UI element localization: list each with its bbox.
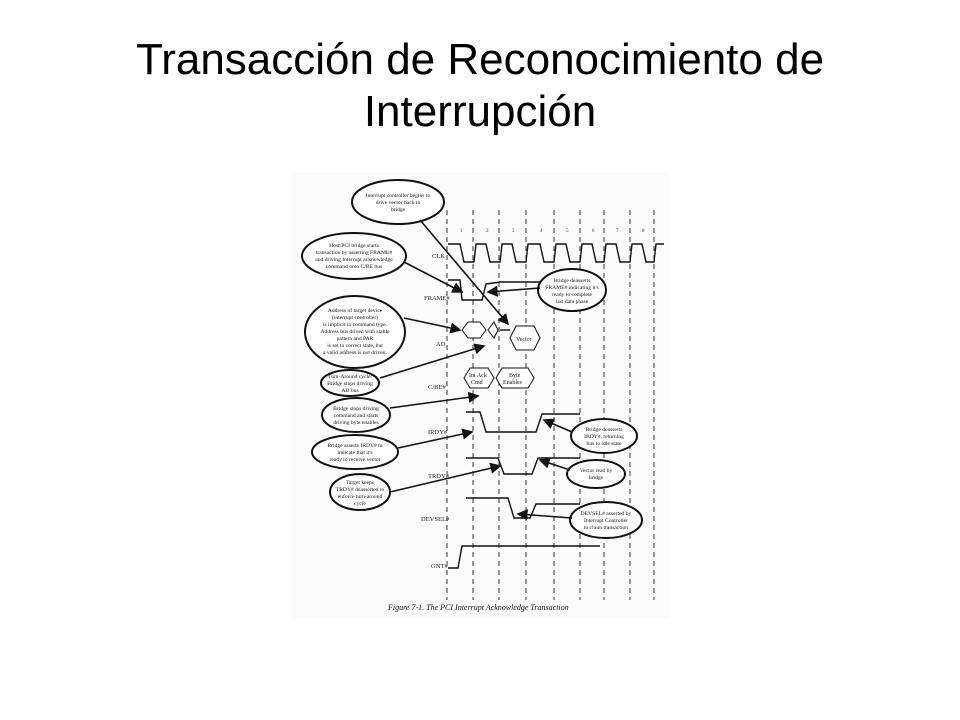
callout-left-1-ellipse — [301, 232, 407, 280]
signal-label-devsel: DEVSEL# — [421, 516, 450, 523]
callout-right-1-text: Bridge deasserts FRAME# indicating it's … — [545, 278, 599, 305]
svg-text:Host/PCI bridge starts: Host/PCI bridge starts — [329, 243, 379, 249]
svg-text:and driving Interrupt acknowle: and driving Interrupt acknowledge — [315, 257, 393, 263]
gnt-waveform — [448, 545, 600, 569]
signal-label-gnt: GNT# — [431, 563, 448, 570]
svg-text:FRAME# indicating it's: FRAME# indicating it's — [545, 285, 599, 291]
vector-label: Vector — [516, 337, 532, 343]
svg-text:command and starts: command and starts — [334, 413, 379, 419]
svg-text:(interrupt controller): (interrupt controller) — [332, 314, 378, 321]
byte-enables-label-1: Byte — [509, 373, 521, 379]
svg-text:Address of target device: Address of target device — [328, 307, 383, 314]
callout-right-3-ellipse — [566, 459, 626, 489]
frame-waveform — [448, 279, 596, 301]
svg-text:Bridge stops driving: Bridge stops driving — [327, 381, 373, 387]
signal-label-trdy: TRDY# — [428, 473, 450, 480]
callout-right-4-text: DEVSEL# asserted by Interrupt Controller… — [581, 511, 632, 531]
callout-left-4-text: Bridge stops driving command and starts … — [333, 406, 379, 426]
clock-tick-8: 8 — [642, 229, 645, 234]
callout-left-2-ellipse — [304, 295, 406, 369]
svg-text:bridge: bridge — [391, 207, 406, 213]
callout-right-1-ellipse — [537, 268, 607, 312]
svg-text:is set to correct state, but: is set to correct state, but — [327, 343, 383, 349]
callout-left-3-ellipse — [320, 369, 380, 397]
int-ack-label-2: Cmd — [471, 380, 483, 386]
clock-tick-4: 4 — [540, 229, 543, 234]
svg-text:to claim transaction: to claim transaction — [584, 525, 628, 531]
cbe-bus: Int Ack Cmd Byte Enables — [463, 367, 535, 389]
callout-top-ellipse — [351, 179, 445, 225]
callout-left-5-text: Bridge asserts IRDY# to indicate that it… — [327, 443, 382, 463]
signal-label-clk: CLK — [432, 253, 445, 260]
slide-title: Transacción de Reconocimiento de Interru… — [40, 34, 920, 138]
svg-text:cycle: cycle — [354, 501, 366, 507]
callout-left-4-ellipse — [321, 397, 391, 433]
clock-tick-3: 3 — [512, 229, 515, 234]
callout-left-5-ellipse — [311, 434, 399, 470]
clk-waveform — [448, 243, 664, 263]
clock-tick-1: 1 — [460, 229, 463, 234]
svg-text:Interrupt Controller: Interrupt Controller — [584, 518, 628, 524]
callout-right-4-ellipse — [569, 501, 643, 539]
svg-text:IRDY#, returning: IRDY#, returning — [584, 434, 624, 440]
callout-right-2-ellipse — [570, 418, 638, 454]
clock-tick-6: 6 — [592, 229, 595, 234]
signal-label-cbe: C/BE# — [428, 384, 446, 391]
svg-text:ready to receive vector: ready to receive vector — [329, 457, 380, 463]
svg-text:DEVSEL# asserted by: DEVSEL# asserted by — [581, 511, 632, 517]
svg-text:TRDY# deasserted to: TRDY# deasserted to — [336, 487, 385, 493]
svg-text:transaction by asserting FRAME: transaction by asserting FRAME# — [316, 250, 392, 256]
int-ack-label-1: Int Ack — [469, 373, 487, 379]
svg-text:drive vector back to: drive vector back to — [376, 200, 421, 206]
callout-left-6-text: Target keeps TRDY# deasserted to enforce… — [336, 480, 385, 507]
clock-tick-2: 2 — [486, 229, 489, 234]
callout-right-2-text: Bridge deasserts IRDY#, returning bus to… — [584, 427, 624, 447]
callout-left-3-text: Turn-Around cycle: Bridge stops driving … — [327, 374, 373, 394]
callout-arrows — [379, 219, 573, 521]
svg-text:bridge: bridge — [589, 475, 604, 481]
signal-label-ad: AD — [436, 341, 446, 348]
title-line-1: Transacción de Reconocimiento de — [135, 35, 825, 84]
signal-label-frame: FRAME# — [424, 295, 450, 302]
svg-text:Bridge deasserts: Bridge deasserts — [554, 278, 591, 284]
svg-text:Interrupt controller begins to: Interrupt controller begins to — [366, 193, 431, 199]
callout-left-1-text: Host/PCI bridge starts transaction by as… — [315, 243, 393, 270]
svg-text:a valid address is not driven.: a valid address is not driven. — [323, 350, 388, 356]
svg-text:Vector read by: Vector read by — [580, 468, 613, 474]
svg-text:ready to complete: ready to complete — [552, 292, 593, 298]
signal-label-irdy: IRDY# — [428, 429, 448, 436]
irdy-waveform — [466, 411, 580, 433]
svg-text:Bridge deasserts: Bridge deasserts — [586, 427, 623, 433]
callout-top-text: Interrupt controller begins to drive vec… — [366, 193, 431, 213]
clock-tick-labels: 1 2 3 4 5 6 7 8 — [460, 229, 645, 234]
clock-tick-5: 5 — [566, 229, 569, 234]
svg-text:is implicit in command type.: is implicit in command type. — [323, 322, 388, 328]
svg-text:bus to idle state: bus to idle state — [587, 441, 622, 447]
svg-text:indicate that it's: indicate that it's — [337, 450, 372, 456]
svg-text:Bridge stops driving: Bridge stops driving — [333, 406, 379, 412]
svg-text:pattern and PAR: pattern and PAR — [337, 336, 374, 342]
byte-enables-label-2: Enables — [503, 380, 523, 386]
ad-bus: Vector — [461, 321, 541, 351]
svg-text:Target keeps: Target keeps — [346, 480, 374, 486]
svg-text:Bridge asserts IRDY# to: Bridge asserts IRDY# to — [327, 443, 382, 449]
svg-text:driving byte enables: driving byte enables — [333, 420, 378, 426]
svg-text:Turn-Around cycle:: Turn-Around cycle: — [328, 374, 373, 380]
callout-left-2-text: Address of target device (interrupt cont… — [321, 307, 390, 356]
svg-text:last data phase: last data phase — [556, 299, 589, 305]
callout-right-3-text: Vector read by bridge — [580, 468, 613, 481]
clock-tick-7: 7 — [616, 229, 619, 234]
title-line-2: Interrupción — [363, 87, 597, 136]
figure-caption: Figure 7-1. The PCI Interrupt Acknowledg… — [387, 603, 569, 612]
svg-text:enforce turn-around: enforce turn-around — [338, 493, 383, 500]
signal-labels: CLK FRAME# AD C/BE# IRDY# TRDY# DEVSEL# … — [421, 253, 450, 570]
svg-text:command onto C/BE bus: command onto C/BE bus — [326, 264, 382, 270]
svg-text:AD bus: AD bus — [341, 388, 358, 394]
svg-text:Address bus driven with stable: Address bus driven with stable — [321, 329, 390, 335]
